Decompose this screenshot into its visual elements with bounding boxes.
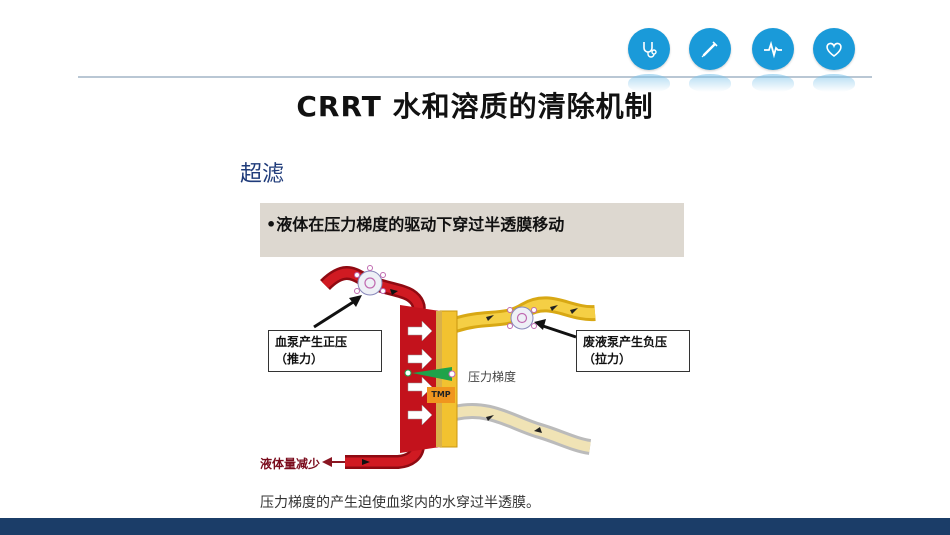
blood-pump-callout: 血泵产生正压 （推力） bbox=[268, 330, 382, 372]
heartbeat-icon bbox=[752, 28, 794, 70]
section-subtitle: 超滤 bbox=[240, 162, 285, 187]
icon-reflection bbox=[689, 74, 731, 92]
syringe-icon bbox=[689, 28, 731, 70]
icon-reflection bbox=[628, 74, 670, 92]
page-title: CRRT 水和溶质的清除机制 bbox=[296, 90, 654, 123]
bullet-text: •液体在压力梯度的驱动下穿过半透膜移动 bbox=[266, 215, 565, 234]
heart-icon bbox=[813, 28, 855, 70]
pressure-gradient-wedge bbox=[412, 367, 452, 381]
fluid-decrease-label: 液体量减少 bbox=[260, 457, 321, 471]
figure-caption: 压力梯度的产生迫使血浆内的水穿过半透膜。 bbox=[260, 495, 540, 511]
waste-pump-icon bbox=[507, 306, 537, 330]
blood-pump-icon bbox=[354, 265, 386, 296]
push-arrow bbox=[407, 404, 433, 426]
header-divider bbox=[78, 76, 872, 78]
waste-pump-callout-line1: 废液泵产生负压 bbox=[583, 335, 668, 349]
icon-reflection bbox=[813, 74, 855, 92]
pressure-gradient-label: 压力梯度 bbox=[468, 370, 517, 384]
bottom-bar bbox=[0, 518, 950, 535]
ultrafiltration-diagram: 血泵产生正压 （推力） 废液泵产生负压 （拉力） 压力梯度 TMP 液体量减少 bbox=[250, 255, 710, 480]
push-arrow bbox=[407, 320, 433, 342]
push-arrow bbox=[407, 348, 433, 370]
diagram-graphic bbox=[313, 265, 596, 469]
tmp-tag: TMP bbox=[427, 387, 455, 403]
stethoscope-icon bbox=[628, 28, 670, 70]
bullet-box: •液体在压力梯度的驱动下穿过半透膜移动 bbox=[260, 203, 684, 257]
blood-pump-callout-line2: （推力） bbox=[275, 352, 324, 366]
icon-reflection bbox=[752, 74, 794, 92]
waste-pump-callout-line2: （拉力） bbox=[583, 352, 632, 366]
waste-pump-callout: 废液泵产生负压 （拉力） bbox=[576, 330, 690, 372]
blood-pump-callout-line1: 血泵产生正压 bbox=[275, 335, 348, 349]
membrane bbox=[436, 311, 442, 447]
